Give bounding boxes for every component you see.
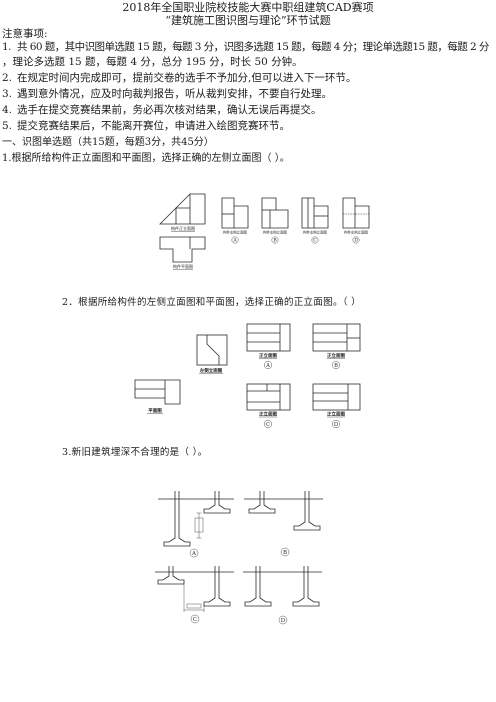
foundation-shallow [248, 491, 276, 514]
page-subtitle: “建筑施工图识图与理论”环节试题 [165, 14, 331, 27]
plan-label: 平面图 [148, 407, 162, 414]
option-caption: 构件左侧立面图 [303, 230, 327, 235]
option-caption: 正立面图 [327, 411, 345, 418]
note-number: 2. [2, 72, 13, 84]
option-a-drawing [246, 323, 291, 352]
question-3-stem: 3.新旧建筑埋深不合理的是（ ）。 [62, 447, 208, 458]
section-heading: 一、识图单选题（共15题，每题3分，共45分） [2, 137, 214, 148]
note-item-5: 5. 提交竞赛结果后，不能离开赛位，申请进入绘图竞赛环节。 [2, 119, 494, 133]
question-1-stem: 1.根据所给构件正立面图和平面图，选择正确的左侧立面图（ ）。 [2, 153, 290, 164]
option-d-drawing [342, 197, 370, 229]
note-number: 4. [2, 104, 13, 116]
option-d-letter: D [354, 238, 358, 244]
option-letter-circle [264, 361, 273, 370]
note-number: 5. [2, 120, 13, 132]
note-item-4: 4. 选手在提交竞赛结果前，务必再次核对结果，确认无误后再提交。 [2, 103, 494, 117]
note-number: 3. [2, 88, 13, 100]
foundation-deep [203, 566, 231, 607]
front-elevation-label: 构件正立面图 [171, 225, 195, 231]
question-2-stem: 2．根据所给构件的左侧立面图和平面图，选择正确的正立面图。（ ） [62, 297, 361, 308]
option-letter-circle [332, 361, 341, 370]
foundation-deep [163, 491, 191, 547]
option-letter-circle [352, 236, 360, 244]
option-c-letter: C [266, 422, 270, 428]
option-letter-circle [271, 236, 279, 244]
page-title: 2018年全国职业院校技能大赛中职组建筑CAD赛项 [122, 1, 374, 14]
note-text: 提交竞赛结果后，不能离开赛位，申请进入绘图竞赛环节。 [17, 120, 290, 132]
question-3-figure: A B C D [155, 491, 323, 625]
side-elevation-label: 左侧立面图 [200, 367, 223, 374]
option-c-drawing [301, 197, 329, 229]
option-b-letter: B [273, 238, 277, 244]
option-letter-circle [278, 615, 288, 625]
option-a-letter: A [232, 238, 237, 244]
plan-drawing [159, 236, 206, 263]
notes-heading: 注意事项: [2, 28, 48, 40]
note-item-1-continuation: ，理论多选题 15 题，每题 4 分，总分 195 分，时长 50 分钟。 [2, 56, 303, 68]
option-caption: 正立面图 [259, 352, 277, 359]
foundation-shallow [203, 491, 231, 514]
dimension-box [186, 603, 202, 609]
option-c-letter: C [193, 617, 197, 623]
note-number: 1. [2, 41, 11, 53]
option-b-drawing [261, 197, 289, 229]
option-caption: 正立面图 [327, 352, 345, 359]
plan-drawing [134, 379, 181, 405]
option-letter-circle [264, 420, 273, 429]
option-b-drawing [312, 323, 361, 352]
note-text: 选手在提交竞赛结果前，务必再次核对结果，确认无误后再提交。 [17, 104, 322, 116]
option-letter-circle [332, 420, 341, 429]
option-a-drawing [158, 491, 234, 547]
option-caption: 正立面图 [259, 411, 277, 418]
option-c-letter: C [313, 238, 317, 244]
foundation-shallow [157, 566, 185, 585]
option-letter-circle [190, 614, 200, 624]
note-text: 遇到意外情况，应及时向裁判报告，听从裁判安排，不要自行处理。 [17, 88, 332, 100]
side-elevation-drawing [196, 334, 228, 366]
foundation-left [244, 566, 272, 607]
foundation-right [292, 566, 320, 607]
plan-label: 构件平面图 [173, 263, 193, 269]
note-item-2: 2. 在规定时间内完成即可，提前交卷的选手不予加分,但可以进入下一环节。 [2, 71, 494, 85]
option-c-drawing [246, 383, 291, 411]
dimension-box [194, 517, 204, 533]
note-item-1: 1. 共 60 题，其中识图单选题 15 题，每题 3 分，识图多选题 15 题，… [2, 40, 494, 54]
option-d-letter: D [334, 422, 338, 428]
option-letter-circle [231, 236, 239, 244]
question-2-figure: 左侧立面图 平面图 正立面图 A 正立面图 B [134, 323, 361, 429]
option-b-drawing [244, 491, 323, 531]
option-b-letter: B [334, 363, 338, 369]
option-caption: 构件左侧立面图 [263, 230, 287, 235]
option-letter-circle [280, 547, 290, 557]
option-a-letter: A [265, 363, 270, 369]
option-d-drawing [243, 566, 322, 607]
option-letter-circle [311, 236, 319, 244]
option-d-drawing [312, 383, 361, 411]
front-elevation-drawing [159, 193, 206, 225]
option-letter-circle [189, 548, 199, 558]
foundation-deep [293, 491, 321, 531]
option-d-letter: D [281, 618, 286, 624]
option-b-letter: B [283, 550, 287, 556]
option-caption: 构件左侧立面图 [223, 230, 247, 235]
option-c-drawing [155, 566, 234, 612]
note-item-3: 3. 遇到意外情况，应及时向裁判报告，听从裁判安排，不要自行处理。 [2, 87, 494, 101]
option-a-letter: A [191, 551, 197, 557]
option-a-drawing [221, 197, 249, 229]
note-text: 在规定时间内完成即可，提前交卷的选手不予加分,但可以进入下一环节。 [17, 72, 357, 84]
note-text: 共 60 题，其中识图单选题 15 题，每题 3 分，识图多选题 15 题，每题… [17, 41, 489, 53]
question-1-figure: 构件正立面图 构件平面图 构件左侧立面图 A 构件左侧立面图 B [159, 193, 370, 270]
option-caption: 构件左侧立面图 [344, 230, 368, 235]
